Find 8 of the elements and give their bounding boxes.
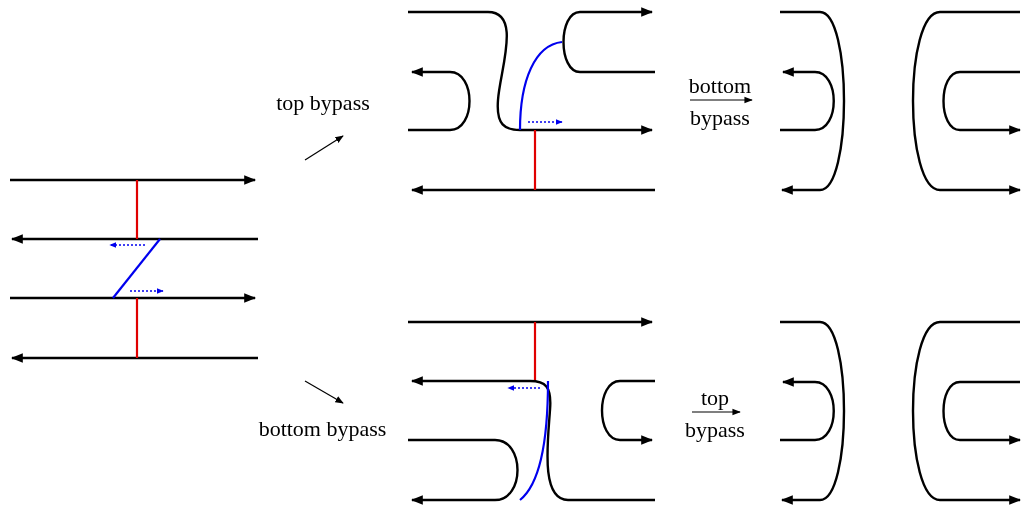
edge-label: top bypass: [275, 90, 371, 116]
edge-label: bottom bypass: [687, 72, 753, 132]
arrow: [689, 96, 753, 104]
arrow: [691, 408, 741, 416]
arrow: [304, 135, 344, 161]
edge-label: bottom bypass: [257, 416, 388, 442]
edge-label: top bypass: [684, 384, 746, 444]
arrow: [304, 380, 344, 404]
